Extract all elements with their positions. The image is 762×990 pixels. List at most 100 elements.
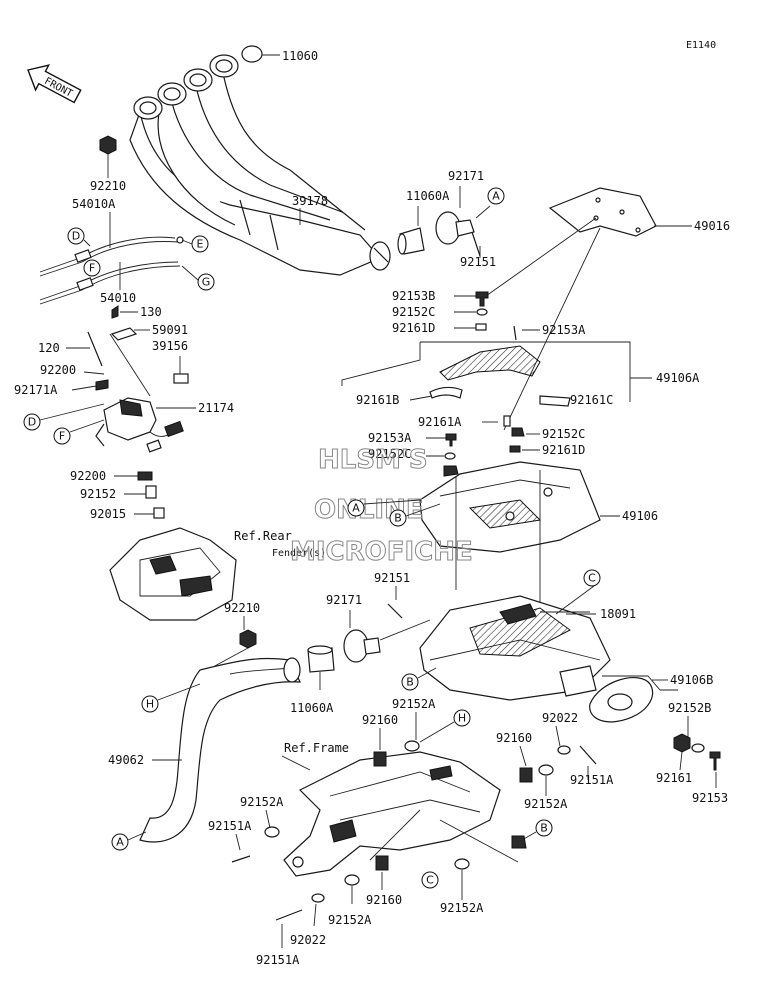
washer-92152A-b (538, 764, 554, 776)
washer-92152C-b (511, 427, 525, 437)
damper-92161D-a (475, 323, 487, 331)
throttle-cable-54010A (39, 236, 184, 277)
callout-D-2: D (23, 413, 41, 431)
bolt-92151A-a (579, 745, 597, 765)
label-11060A-top: 11060A (406, 189, 450, 203)
callout-B-2: B (401, 673, 419, 691)
label-39178: 39178 (292, 194, 328, 208)
svg-text:A: A (492, 190, 500, 203)
collar-92200 (137, 471, 153, 481)
callout-H-2: H (453, 709, 471, 727)
bolt-92151-mid (387, 603, 403, 619)
gasket-11060A-top (397, 227, 425, 255)
label-92160-b: 92160 (496, 731, 532, 745)
bolt-92151A-c (275, 909, 303, 921)
damper-center (443, 465, 459, 477)
svg-text:F: F (59, 430, 65, 443)
diagram-code: E1140 (686, 40, 716, 51)
bolt-92151A-b (231, 855, 251, 863)
connector-pipe-49062 (139, 657, 301, 843)
label-92022-b: 92022 (290, 933, 326, 947)
label-11060A-mid: 11060A (290, 701, 334, 715)
callout-C-2: C (421, 871, 439, 889)
svg-text:C: C (588, 572, 596, 585)
svg-text:D: D (28, 416, 36, 429)
washer-92152A-c (264, 826, 280, 838)
label-92151-mid: 92151 (374, 571, 410, 585)
callout-E-1: E (191, 235, 209, 253)
svg-text:C: C (426, 874, 434, 887)
frame-ref (283, 751, 501, 877)
gasket-11060A-mid (307, 645, 335, 673)
bolt-92153B (475, 291, 489, 307)
label-92153A-a: 92153A (542, 323, 586, 337)
svg-text:H: H (458, 712, 466, 725)
end-cap-49106B (589, 677, 654, 723)
bolt-92151-top (471, 231, 481, 257)
exhaust-header-pipes (129, 54, 391, 276)
rear-fender-ref (109, 527, 237, 621)
callout-A-2: A (347, 499, 365, 517)
svg-text:G: G (202, 276, 211, 289)
label-92022-a: 92022 (542, 711, 578, 725)
label-ref-frame: Ref.Frame (284, 741, 349, 755)
label-92153: 92153 (692, 791, 728, 805)
bracket-59091 (110, 327, 138, 341)
damper-92161 (673, 733, 691, 753)
label-92152A-b: 92152A (524, 797, 568, 811)
bolt-92153A-a (513, 325, 517, 341)
bolt-130 (111, 305, 119, 319)
nut-92210-mid (239, 629, 257, 649)
label-49016: 49016 (694, 219, 730, 233)
heat-guard-49016 (548, 187, 657, 237)
damper-92161A (503, 415, 511, 427)
label-92161B: 92161B (356, 393, 399, 407)
label-54010: 54010 (100, 291, 136, 305)
muffler-18091 (419, 595, 611, 701)
label-49106B: 49106B (670, 673, 713, 687)
clamp-92171-top (435, 211, 475, 245)
label-92151A-a: 92151A (570, 773, 614, 787)
label-92152C-c: 92152C (368, 447, 411, 461)
label-92151A-b: 92151A (208, 819, 252, 833)
label-92161C: 92161C (570, 393, 613, 407)
washer-92022-a (557, 745, 571, 755)
svg-text:E: E (197, 238, 204, 251)
damper-92160-c (375, 855, 389, 871)
heat-guard-bracket-49106A (429, 345, 571, 407)
svg-text:B: B (406, 676, 414, 689)
svg-text:B: B (394, 512, 402, 525)
clamp-92171A (95, 379, 109, 391)
svg-text:ONLINE: ONLINE (314, 495, 424, 525)
throttle-cable-54010 (39, 261, 181, 305)
label-49106: 49106 (622, 509, 658, 523)
clamp-92171-mid (343, 629, 381, 663)
gasket-11060 (241, 45, 263, 63)
callout-D-1: D (67, 227, 85, 245)
label-92153A-b: 92153A (368, 431, 412, 445)
label-92200-a: 92200 (40, 363, 76, 377)
label-92152: 92152 (80, 487, 116, 501)
washer-92152A-e (454, 858, 470, 870)
collar-92152 (145, 485, 157, 499)
callout-A-3: A (111, 833, 129, 851)
label-92161A: 92161A (418, 415, 462, 429)
label-92152A-d: 92152A (328, 913, 372, 927)
callout-B-1: B (389, 509, 407, 527)
svg-text:HLSM'S: HLSM'S (318, 445, 428, 475)
svg-text:MICROFICHE: MICROFICHE (290, 537, 473, 567)
label-21174: 21174 (198, 401, 234, 415)
label-ref-rear-fender-1: Ref.Rear (234, 529, 292, 543)
muffler-cover-49106 (419, 461, 601, 553)
cover-39156 (173, 373, 189, 384)
label-92210-mid: 92210 (224, 601, 260, 615)
label-92152A-e: 92152A (440, 901, 484, 915)
label-39156: 39156 (152, 339, 188, 353)
svg-text:H: H (146, 698, 154, 711)
callout-B-3: B (535, 819, 553, 837)
svg-text:B: B (540, 822, 548, 835)
label-59091: 59091 (152, 323, 188, 337)
damper-right-b (511, 835, 527, 849)
label-92152C-a: 92152C (392, 305, 435, 319)
